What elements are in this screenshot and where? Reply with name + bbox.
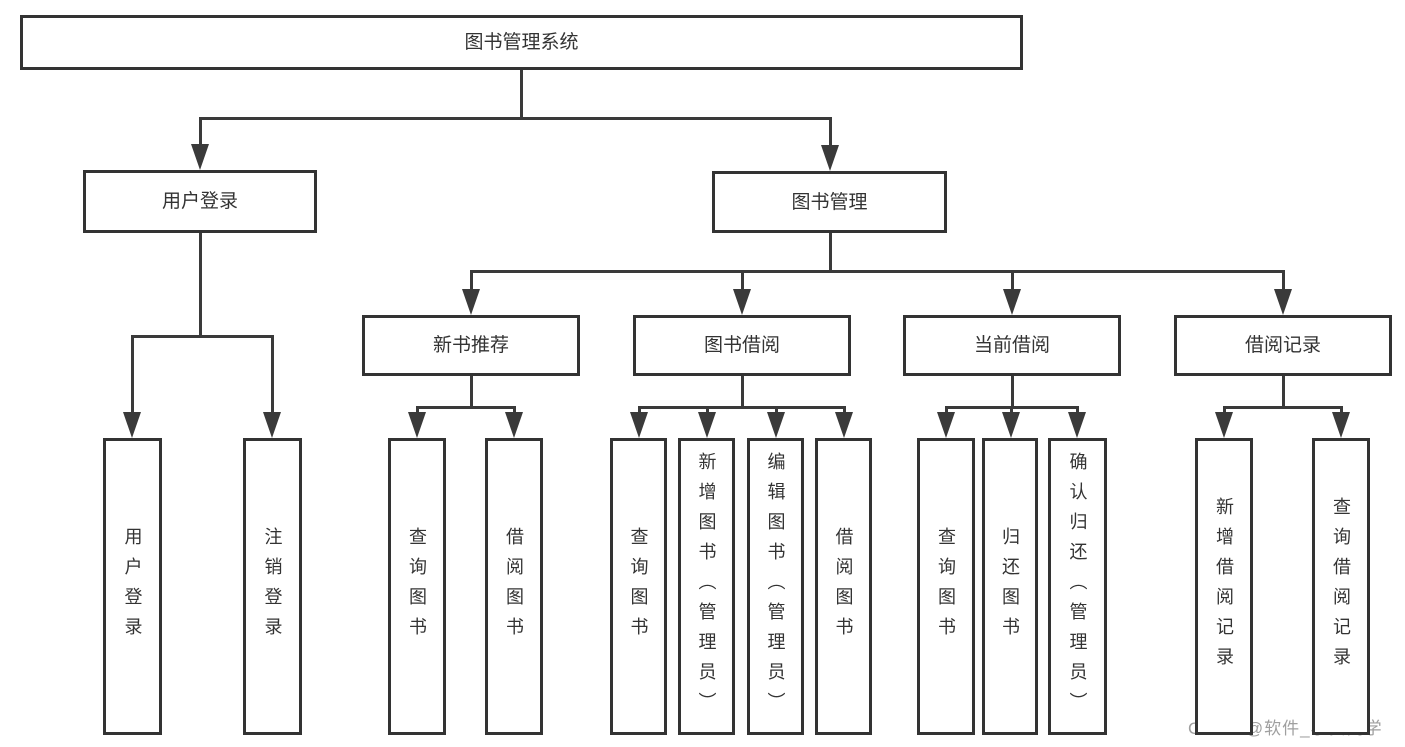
arrowhead-down-icon [123,412,141,438]
node-leaf-user-login: 用户登录 [103,438,162,735]
node-label: 用户登录 [122,526,143,647]
arrow-stem-line [828,118,832,147]
arrow-stem-line [842,407,846,414]
arrow-stem-line [415,407,419,414]
node-label: 注销登录 [262,526,283,647]
node-label: 查询图书 [407,526,427,647]
node-leaf-edit-books-admin: 编辑图书（管理员） [747,438,804,735]
connector-line [828,233,832,272]
node-book-management: 图书管理 [712,171,947,233]
arrowhead-down-icon [733,289,751,315]
node-label: 图书管理 [791,191,868,213]
arrow-stem-line [1075,407,1079,414]
arrow-stem-line [469,271,473,291]
connector-line [198,116,832,120]
node-label: 新书推荐 [432,335,509,356]
node-label: 确认归还（管理员） [1067,451,1088,722]
arrowhead-down-icon [835,412,853,438]
node-label: 借阅图书 [504,526,524,647]
arrowhead-down-icon [1332,412,1350,438]
connector-line [198,233,202,337]
connector-line [469,269,1285,273]
node-leaf-return-books: 归还图书 [982,438,1038,735]
connector-line [1281,376,1285,408]
node-leaf-query-books-current: 查询图书 [917,438,975,735]
connector-line [469,376,473,408]
arrow-stem-line [1009,407,1013,414]
node-current-borrowing: 当前借阅 [903,315,1121,376]
arrowhead-down-icon [821,145,839,171]
arrowhead-down-icon [630,412,648,438]
node-leaf-query-borrow-record: 查询借阅记录 [1312,438,1370,735]
connector-line [637,405,846,409]
node-leaf-borrow-books: 借阅图书 [815,438,872,735]
arrowhead-down-icon [462,289,480,315]
node-label: 图书借阅 [703,335,780,356]
node-label: 借阅记录 [1244,335,1321,356]
node-leaf-add-borrow-record: 新增借阅记录 [1195,438,1253,735]
arrowhead-down-icon [505,412,523,438]
node-library-management-system: 图书管理系统 [20,15,1023,70]
arrow-stem-line [705,407,709,414]
node-borrowing-records: 借阅记录 [1174,315,1392,376]
node-label: 编辑图书（管理员） [765,451,786,722]
arrow-stem-line [270,336,274,414]
arrowhead-down-icon [1003,289,1021,315]
connector-line [415,405,516,409]
connector-line [130,334,274,338]
arrow-stem-line [944,407,948,414]
node-label: 查询图书 [628,526,649,647]
node-label: 当前借阅 [973,335,1050,356]
node-new-book-recommend: 新书推荐 [362,315,580,376]
arrow-stem-line [774,407,778,414]
arrow-stem-line [740,271,744,291]
arrow-stem-line [1222,407,1226,414]
node-leaf-borrow-books-recommend: 借阅图书 [485,438,543,735]
arrowhead-down-icon [1274,289,1292,315]
arrowhead-down-icon [1002,412,1020,438]
node-label: 用户登录 [161,191,238,212]
arrowhead-down-icon [1215,412,1233,438]
arrowhead-down-icon [191,144,209,170]
arrowhead-down-icon [1068,412,1086,438]
arrow-stem-line [1010,271,1014,291]
connector-line [1010,376,1014,408]
node-leaf-query-books-borrowing: 查询图书 [610,438,667,735]
node-label: 归还图书 [1000,526,1020,647]
arrow-stem-line [1281,271,1285,291]
arrowhead-down-icon [767,412,785,438]
node-label: 图书管理系统 [464,32,579,53]
node-leaf-logout: 注销登录 [243,438,302,735]
arrow-stem-line [198,118,202,146]
node-user-login: 用户登录 [83,170,317,233]
node-leaf-add-books-admin: 新增图书（管理员） [678,438,735,735]
connector-line [1222,405,1343,409]
arrowhead-down-icon [263,412,281,438]
node-label: 查询借阅记录 [1331,496,1351,677]
node-leaf-confirm-return-admin: 确认归还（管理员） [1048,438,1107,735]
connector-line [519,70,523,119]
node-label: 新增图书（管理员） [696,451,717,722]
arrow-stem-line [512,407,516,414]
node-label: 借阅图书 [833,526,854,647]
node-label: 新增借阅记录 [1214,496,1234,677]
arrow-stem-line [130,336,134,414]
arrow-stem-line [1339,407,1343,414]
node-book-borrowing: 图书借阅 [633,315,851,376]
arrowhead-down-icon [408,412,426,438]
node-leaf-query-books-recommend: 查询图书 [388,438,446,735]
arrowhead-down-icon [698,412,716,438]
arrow-stem-line [637,407,641,414]
arrowhead-down-icon [937,412,955,438]
node-label: 查询图书 [936,526,956,647]
connector-line [740,376,744,408]
